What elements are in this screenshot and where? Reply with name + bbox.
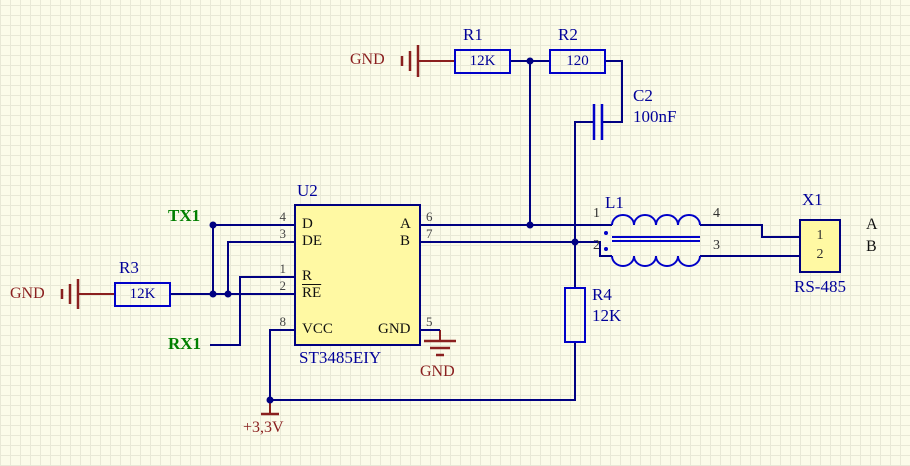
u2-pin-number-6: 6 — [426, 209, 433, 224]
u2-part-number: ST3485EIY — [299, 348, 382, 367]
wire-l1-x1-top[interactable] — [700, 224, 800, 238]
l1-pin-number-2: 2 — [593, 238, 600, 253]
r1-designator: R1 — [463, 25, 483, 44]
l1-pin-number-4: 4 — [713, 206, 720, 221]
net-label-rx1[interactable]: RX1 — [168, 334, 202, 353]
u2-pin-number-2: 2 — [279, 278, 287, 293]
wire-c2-b[interactable] — [574, 121, 594, 242]
x1-type-label: RS-485 — [794, 277, 846, 296]
r3-value: 12K — [129, 286, 156, 302]
u2-pin-number-3: 3 — [279, 226, 287, 241]
r1-body[interactable] — [454, 49, 511, 74]
c2-designator: C2 — [633, 86, 653, 105]
junction-dot — [209, 290, 217, 298]
u2-pin-number-7: 7 — [426, 226, 433, 241]
wire-de-tie[interactable] — [227, 241, 295, 294]
x1-designator: X1 — [802, 190, 823, 209]
x1-pin-number-2: 2 — [816, 247, 824, 262]
r2-designator: R2 — [558, 25, 578, 44]
junction-dot — [224, 290, 232, 298]
junction-dot — [266, 396, 274, 404]
u2-pin-name-de: DE — [302, 233, 322, 249]
r1-value: 12K — [469, 53, 496, 69]
u2-pin-number-5: 5 — [426, 314, 433, 329]
gnd-symbol-top[interactable] — [400, 45, 455, 77]
l1-polarity-dot-top — [604, 231, 608, 235]
r3-body[interactable] — [114, 282, 171, 307]
x1-signal-a: A — [866, 216, 878, 233]
junction-dots — [209, 57, 579, 404]
u2-pin-name-a: A — [400, 216, 411, 232]
l1-winding-bottom — [611, 255, 701, 267]
r4-designator: R4 — [592, 285, 612, 304]
l1-pin-number-3: 3 — [713, 238, 720, 253]
u2-pin-number-1: 1 — [279, 261, 287, 276]
c2-body[interactable] — [592, 104, 604, 140]
u2-pin-name-re: RE — [302, 285, 322, 301]
l1-winding-top — [611, 214, 701, 226]
l1-body[interactable] — [604, 214, 701, 267]
gnd-symbol-chip[interactable] — [424, 330, 456, 357]
x1-pin-number-1: 1 — [816, 228, 824, 243]
gnd-label-top[interactable]: GND — [350, 51, 385, 68]
wire-rx1-r[interactable] — [210, 276, 295, 346]
junction-dot — [526, 57, 534, 65]
u2-pin-name-vcc: VCC — [302, 321, 333, 337]
gnd-label-left[interactable]: GND — [10, 285, 45, 302]
u2-pin-number-4: 4 — [279, 209, 287, 224]
r2-body[interactable] — [549, 49, 606, 74]
u2-pin-name-r: R — [302, 268, 313, 284]
r4-body[interactable] — [564, 287, 586, 343]
u2-pin-name-b: B — [400, 233, 411, 249]
l1-designator: L1 — [605, 193, 624, 212]
gnd-label-chip[interactable]: GND — [420, 363, 455, 380]
l1-polarity-dot-bottom — [604, 247, 608, 251]
u2-designator: U2 — [297, 181, 318, 200]
l1-pin-number-1: 1 — [593, 206, 600, 221]
junction-dot — [571, 238, 579, 246]
x1-connector-body[interactable] — [799, 219, 841, 273]
u2-pin-name-d: D — [302, 216, 313, 232]
r4-value: 12K — [592, 306, 622, 325]
net-label-tx1[interactable]: TX1 — [168, 206, 201, 225]
wire-b-line[interactable] — [420, 241, 612, 257]
power-3v3-label[interactable]: +3,3V — [243, 419, 284, 436]
x1-signal-b: B — [866, 238, 877, 255]
r2-value: 120 — [566, 53, 589, 69]
junction-dot — [209, 221, 217, 229]
u2-pin-name-gnd: GND — [378, 321, 411, 337]
wire-r2-c2[interactable] — [602, 60, 623, 123]
junction-dot — [526, 221, 534, 229]
c2-value: 100nF — [633, 107, 677, 126]
gnd-symbol-left[interactable] — [60, 279, 115, 309]
r3-designator: R3 — [119, 258, 139, 277]
u2-pin-number-8: 8 — [279, 314, 287, 329]
u2-chip-body[interactable] — [294, 204, 421, 346]
